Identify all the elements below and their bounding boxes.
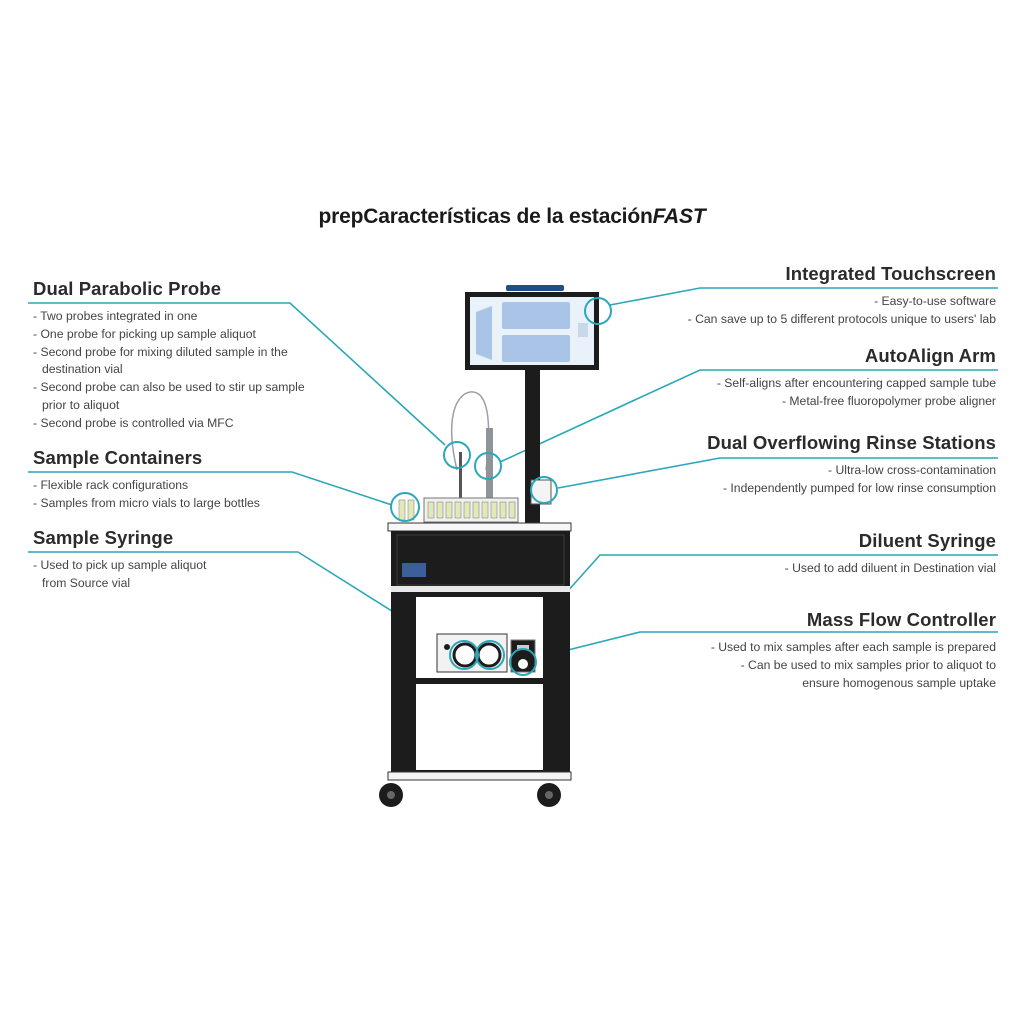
callout-circle-containers	[390, 492, 420, 522]
callout-circle-autoalign	[474, 452, 502, 480]
callout-line-sample-containers	[28, 471, 393, 506]
feature-list: - Used to add diluent in Destination via…	[636, 560, 996, 578]
feature-integrated-touchscreen: Integrated Touchscreen - Easy-to-use sof…	[636, 263, 996, 329]
monitor-top-bar	[506, 285, 564, 291]
shelf-line	[416, 678, 543, 682]
probe-rod	[459, 452, 462, 514]
callout-circle-diluent-syringe	[475, 640, 505, 670]
callout-circle-probe	[443, 441, 471, 469]
rinse-station	[530, 479, 552, 505]
feature-heading: Sample Containers	[33, 447, 203, 468]
feature-list: - Two probes integrated in one - One pro…	[33, 308, 313, 433]
title-italic: FAST	[652, 205, 706, 228]
callout-circle-rinse	[530, 476, 558, 504]
feature-heading: Diluent Syringe	[858, 530, 996, 551]
feature-heading: Sample Syringe	[33, 527, 174, 548]
diluent-syringe-icon	[476, 642, 502, 668]
rack-vials	[427, 501, 516, 519]
callout-circles	[390, 297, 612, 676]
feature-diluent-syringe: Diluent Syringe - Used to add diluent in…	[636, 530, 996, 578]
list-item: - Two probes integrated in one	[33, 309, 198, 323]
callout-line-dual-overflowing-rinse	[557, 457, 998, 489]
countertop	[387, 522, 572, 532]
title-main: prepCaracterísticas de la estación	[318, 205, 653, 228]
feature-list: - Self-aligns after encountering capped …	[636, 375, 996, 411]
list-item: - Second probe can also be used to stir …	[33, 380, 305, 412]
callout-line-autoalign-arm	[499, 369, 998, 463]
list-item: - Used to mix samples after each sample …	[710, 640, 996, 654]
feature-dual-parabolic-probe: Dual Parabolic Probe - Two probes integr…	[33, 278, 353, 433]
list-item: - Used to pick up sample aliquot from So…	[33, 558, 207, 590]
feature-sample-syringe: Sample Syringe - Used to pick up sample …	[33, 527, 353, 593]
list-item: - Samples from micro vials to large bott…	[33, 495, 260, 510]
list-item: - Self-aligns after encountering capped …	[716, 376, 996, 390]
callout-line-dual-parabolic-probe	[28, 302, 446, 446]
feature-list: - Used to mix samples after each sample …	[686, 639, 996, 692]
list-item: - Used to add diluent in Destination via…	[784, 561, 996, 575]
feature-heading: Mass Flow Controller	[806, 609, 996, 630]
callout-line-integrated-touchscreen	[609, 287, 998, 306]
list-item: - Second probe is controlled via MFC	[33, 415, 234, 430]
list-item: - One probe for picking up sample aliquo…	[33, 326, 256, 341]
feature-heading: Dual Parabolic Probe	[33, 278, 222, 299]
screen-vial-grid	[476, 302, 588, 362]
list-item: - Can be used to mix samples prior to al…	[740, 657, 996, 690]
mfc-dial-icon	[516, 657, 530, 671]
large-sample-bottles	[398, 499, 415, 521]
list-item: - Metal-free fluoropolymer probe aligner	[781, 393, 996, 408]
page-title: prepCaracterísticas de la estaciónFAST	[0, 205, 1024, 229]
list-item: - Flexible rack configurations	[33, 478, 189, 492]
callout-circle-touchscreen	[584, 297, 612, 325]
feature-list: - Flexible rack configurations - Samples…	[33, 477, 353, 513]
cabinet-drawer-panel	[396, 534, 565, 586]
list-item: - Second probe for mixing diluted sample…	[33, 344, 288, 377]
feature-heading: Dual Overflowing Rinse Stations	[707, 432, 996, 453]
brand-label	[402, 563, 426, 577]
cabinet-shelf-divider	[391, 586, 570, 592]
cabinet-lower-bay	[416, 684, 543, 770]
feature-heading: AutoAlign Arm	[864, 345, 996, 366]
list-item: - Independently pumped for low rinse con…	[722, 480, 996, 495]
autoalign-arm-post	[486, 428, 493, 518]
feature-list: - Easy-to-use software - Can save up to …	[636, 293, 996, 329]
feature-list: - Ultra-low cross-contamination - Indepe…	[636, 462, 996, 498]
feature-list: - Used to pick up sample aliquot from So…	[33, 557, 233, 593]
list-item: - Ultra-low cross-contamination	[828, 463, 996, 477]
feature-sample-containers: Sample Containers - Flexible rack config…	[33, 447, 353, 513]
feature-dual-overflowing-rinse: Dual Overflowing Rinse Stations - Ultra-…	[636, 432, 996, 498]
feature-mass-flow-controller: Mass Flow Controller - Used to mix sampl…	[636, 609, 996, 692]
sample-syringe-icon	[452, 642, 478, 668]
base-plate	[387, 771, 572, 781]
feature-autoalign-arm: AutoAlign Arm - Self-aligns after encoun…	[636, 345, 996, 411]
callout-circle-mfc	[509, 648, 537, 676]
feature-heading: Integrated Touchscreen	[785, 263, 996, 284]
list-item: - Can save up to 5 different protocols u…	[687, 311, 996, 326]
list-item: - Easy-to-use software	[874, 294, 996, 308]
callout-circle-sample-syringe	[449, 640, 479, 670]
